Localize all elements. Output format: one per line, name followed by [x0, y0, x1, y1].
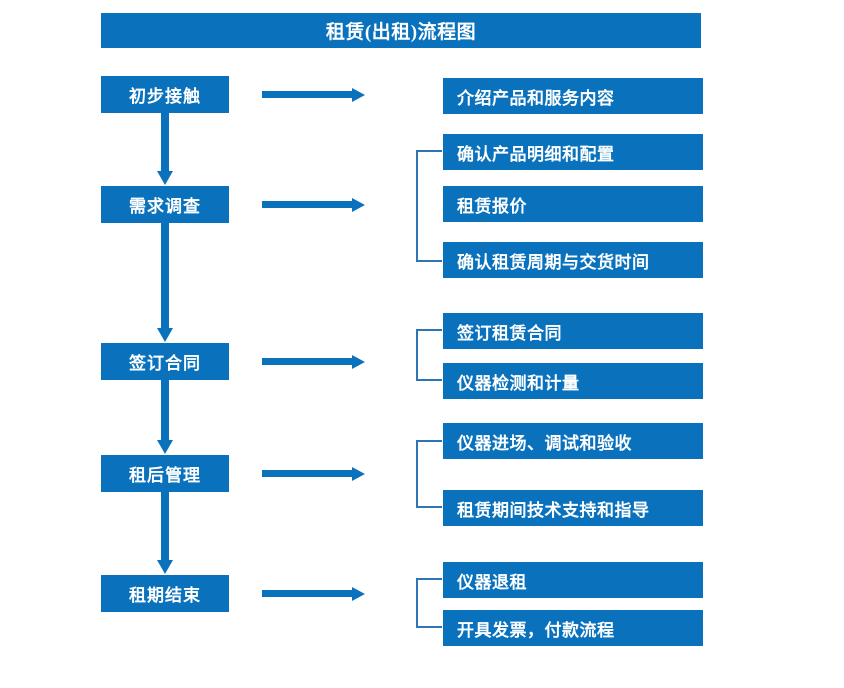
stage-box-5[interactable]: 租期结束 [101, 575, 229, 612]
detail-box-2-3[interactable]: 确认租赁周期与交货时间 [443, 242, 703, 278]
detail-box-3-2[interactable]: 仪器检测和计量 [443, 363, 703, 399]
detail-box-2-1[interactable]: 确认产品明细和配置 [443, 134, 703, 170]
detail-box-5-1[interactable]: 仪器退租 [443, 562, 703, 598]
detail-box-4-1[interactable]: 仪器进场、调试和验收 [443, 423, 703, 459]
detail-box-3-1[interactable]: 签订租赁合同 [443, 313, 703, 349]
stage-box-1[interactable]: 初步接触 [101, 76, 229, 113]
diagram-title: 租赁(出租)流程图 [101, 13, 701, 48]
detail-arrow-right-4 [262, 464, 366, 484]
flow-arrow-down-2 [154, 223, 176, 344]
flow-arrow-down-3 [154, 380, 176, 456]
stage-box-2[interactable]: 需求调查 [101, 186, 229, 223]
detail-arrow-right-2 [262, 195, 366, 215]
flow-arrow-down-4 [154, 492, 176, 576]
stage-box-4[interactable]: 租后管理 [101, 455, 229, 492]
detail-arrow-right-5 [262, 584, 366, 604]
group-bracket-4 [415, 440, 443, 508]
detail-arrow-right-3 [262, 352, 366, 372]
detail-arrow-right-1 [262, 85, 366, 105]
flow-arrow-down-1 [154, 113, 176, 187]
stage-box-3[interactable]: 签订合同 [101, 343, 229, 380]
group-bracket-5 [415, 578, 443, 628]
group-bracket-3 [415, 329, 443, 381]
group-bracket-2 [415, 150, 443, 262]
detail-box-4-2[interactable]: 租赁期间技术支持和指导 [443, 490, 703, 526]
detail-box-2-2[interactable]: 租赁报价 [443, 186, 703, 222]
detail-box-5-2[interactable]: 开具发票，付款流程 [443, 610, 703, 646]
detail-box-1-1[interactable]: 介绍产品和服务内容 [443, 78, 703, 114]
